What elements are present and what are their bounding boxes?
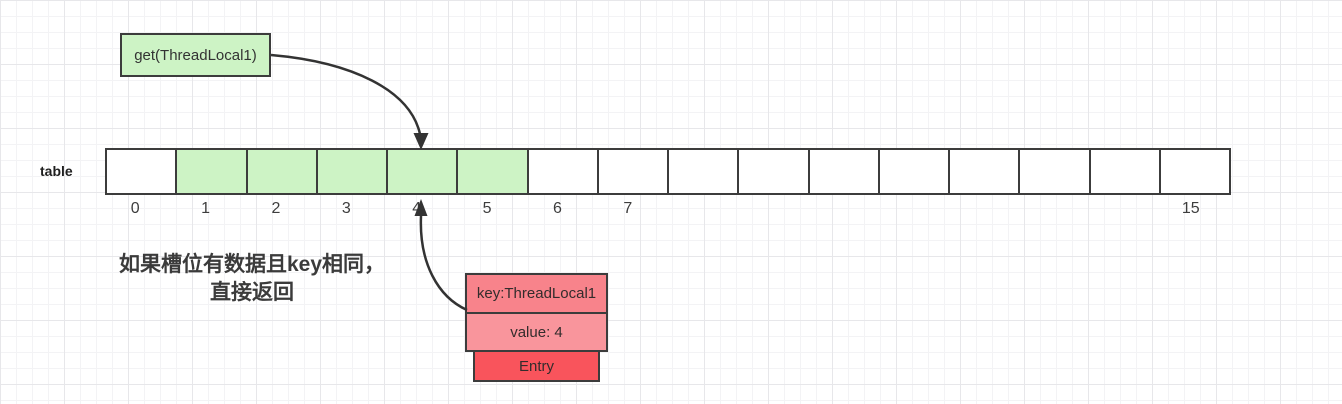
table-index-label-2: 2 (271, 200, 281, 217)
slot-hit-annotation: 如果槽位有数据且key相同， 直接返回 (116, 251, 388, 307)
table-index-label-6: 6 (552, 200, 562, 217)
entry-value-box: value: 4 (465, 312, 608, 352)
table-cell-12 (948, 150, 1019, 193)
table-cell-5 (456, 150, 527, 193)
table-index-label-1: 1 (201, 200, 211, 217)
table-cell-15 (1158, 150, 1229, 193)
table-cell-0 (107, 150, 176, 193)
table-name-label: table (40, 163, 73, 179)
hash-table-index-labels: 0 1 2 3 4 5 6 7 15 (105, 200, 1231, 218)
table-index-label-12 (945, 200, 1015, 218)
table-cell-13 (1018, 150, 1089, 193)
table-index-label-4: 4 (412, 200, 422, 217)
table-cell-2 (245, 150, 316, 193)
table-index-label-14 (1085, 200, 1155, 218)
table-index-label-0: 0 (130, 200, 140, 217)
slot-hit-annotation-line1: 如果槽位有数据且key相同， (118, 253, 386, 276)
entry-type-label: Entry (518, 357, 554, 375)
table-cell-4 (386, 150, 457, 193)
table-cell-8 (667, 150, 738, 193)
entry-key-box: key:ThreadLocal1 (465, 273, 608, 314)
table-index-label-10 (804, 200, 874, 218)
slot-hit-annotation-line2: 直接返回 (210, 281, 294, 304)
hash-table-cells (105, 148, 1231, 195)
table-index-label-11 (874, 200, 944, 218)
entry-type-box: Entry (473, 350, 600, 382)
table-cell-10 (807, 150, 878, 193)
table-index-label-7: 7 (623, 200, 633, 217)
table-cell-9 (737, 150, 808, 193)
table-cell-7 (596, 150, 667, 193)
table-index-label-13 (1015, 200, 1085, 218)
get-threadlocal-call-box: get(ThreadLocal1) (120, 33, 271, 77)
table-index-label-3: 3 (341, 200, 351, 217)
table-cell-14 (1088, 150, 1159, 193)
table-cell-3 (315, 150, 386, 193)
table-index-label-15: 15 (1181, 200, 1200, 217)
table-index-label-9 (733, 200, 803, 218)
entry-key-label: key:ThreadLocal1 (476, 285, 597, 302)
table-index-label-8 (663, 200, 733, 218)
table-cell-6 (526, 150, 597, 193)
table-cell-1 (175, 150, 246, 193)
get-threadlocal-call-label: get(ThreadLocal1) (134, 46, 257, 64)
entry-value-label: value: 4 (510, 323, 563, 341)
table-cell-11 (877, 150, 948, 193)
table-index-label-5: 5 (482, 200, 492, 217)
call-to-slot4-arrow (270, 53, 429, 150)
